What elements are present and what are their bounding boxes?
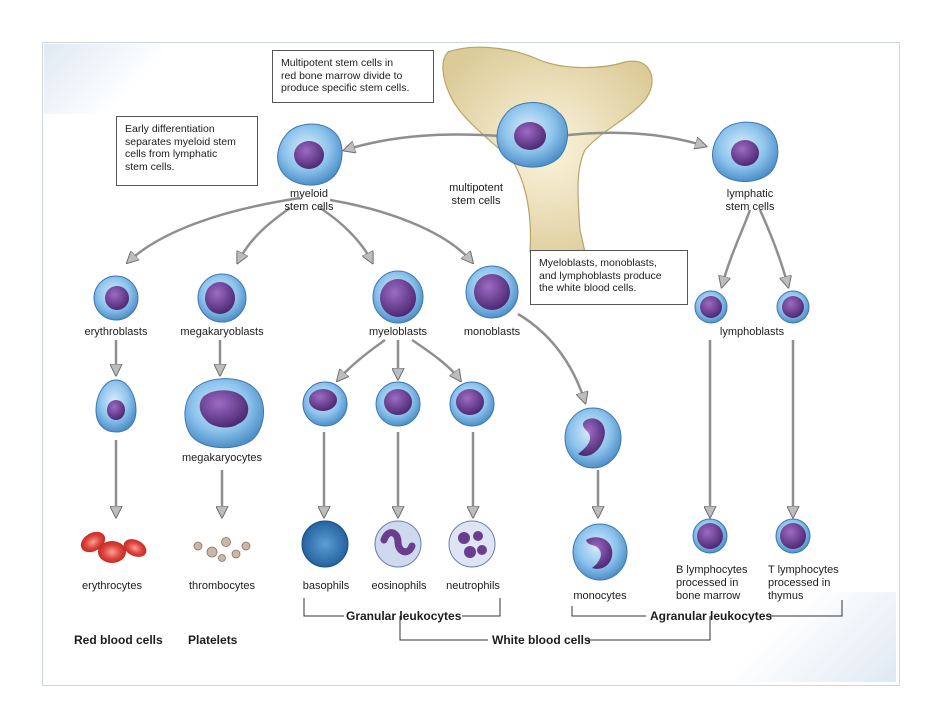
basophil-cell (301, 520, 349, 568)
arrow (517, 312, 585, 402)
blasts-note: Myeloblasts, monoblasts, and lymphoblast… (530, 250, 688, 305)
erythroblast-cell (93, 275, 139, 321)
arrow (329, 198, 472, 262)
basophils-label: basophils (302, 580, 350, 592)
thrombocytes-label: thrombocytes (188, 580, 256, 592)
note-line: Multipotent stem cells in (281, 57, 394, 69)
note-line: red bone marrow divide to (281, 69, 403, 82)
arrow (722, 209, 752, 286)
arrow (338, 338, 386, 380)
arrow (319, 206, 372, 262)
lymphoblasts-label: lymphoblasts (719, 326, 785, 338)
monoblasts-label: monoblasts (463, 326, 521, 338)
monocytes-label: monocytes (573, 590, 627, 602)
b-lymphocyte-cell (692, 518, 728, 554)
megakaryoblasts-label: megakaryoblasts (180, 326, 264, 338)
t-lymphocytes-label: T lymphocytes processed in thymus (768, 564, 839, 603)
lymphatic-stem-cells-label: lymphatic stem cells (726, 188, 775, 214)
arrow (238, 206, 291, 262)
note-line: separates myeloid stem (125, 135, 236, 148)
label-line: bone marrow (676, 590, 741, 602)
agranular-bracket (571, 600, 843, 617)
frame-decoration (736, 592, 896, 682)
lymphoblast-cell (694, 290, 728, 324)
label-line: B lymphocytes (676, 564, 748, 576)
t-lymphocyte-cell (775, 518, 811, 554)
thrombocyte-cells (193, 537, 251, 562)
multipotent-stem-cells-label: multipotent stem cells (449, 182, 503, 208)
note-line: Early differentiation (125, 123, 215, 135)
differentiation-arrows (116, 131, 793, 516)
arrow (559, 131, 705, 146)
monocyte-precursor-cell (564, 407, 622, 469)
label-line: stem cells (451, 195, 501, 207)
b-lymphocytes-label: B lymphocytes processed in bone marrow (676, 564, 748, 603)
red-blood-cells-label: Red blood cells (74, 633, 163, 647)
monoblast-cell (465, 265, 519, 319)
label-line: thymus (768, 590, 804, 602)
arrow (345, 133, 501, 150)
note-line: produce specific stem cells. (281, 82, 410, 94)
lymphoblast-cell (776, 290, 810, 324)
multipotent-note: Multipotent stem cells in red bone marro… (272, 50, 434, 103)
label-line: stem cells (284, 201, 334, 213)
label-line: multipotent (449, 182, 503, 194)
erythrocytes-label: erythrocytes (82, 580, 142, 592)
erythroblast-intermediate-cell (95, 379, 137, 433)
note-line: and lymphoblasts produce (539, 269, 662, 282)
note-line: cells from lymphatic (125, 148, 218, 160)
platelets-label: Platelets (188, 633, 238, 647)
erythroblasts-label: erythroblasts (84, 326, 148, 338)
lymphatic-stem-cell (712, 121, 779, 183)
label-line: processed in (676, 577, 739, 589)
arrow (758, 209, 788, 286)
megakaryocyte-cell (184, 378, 265, 449)
myeloid-stem-cell (277, 123, 343, 186)
arrow (128, 196, 301, 262)
megakaryoblast-cell (197, 273, 247, 323)
neutrophils-label: neutrophils (446, 580, 500, 592)
note-line: the white blood cells. (539, 282, 637, 294)
label-line: processed in (768, 577, 831, 589)
neutrophil-precursor-cell (449, 381, 495, 427)
group-brackets (303, 598, 843, 641)
label-line: myeloid (290, 188, 328, 200)
eosinophils-label: eosinophils (371, 580, 427, 592)
myeloblasts-label: myeloblasts (368, 326, 428, 338)
note-line: Myeloblasts, monoblasts, (539, 257, 657, 269)
megakaryocytes-label: megakaryocytes (181, 452, 263, 464)
basophil-precursor-cell (302, 381, 348, 427)
granular-bracket (303, 598, 501, 617)
eosinophil-precursor-cell (375, 381, 421, 427)
arrow (411, 338, 460, 380)
myeloid-stem-cells-label: myeloid stem cells (285, 188, 334, 214)
neutrophil-cell (448, 520, 496, 568)
erythrocyte-cells (80, 531, 147, 563)
granular-leukocytes-label: Granular leukocytes (346, 609, 462, 623)
agranular-leukocytes-label: Agranular leukocytes (650, 609, 773, 623)
white-blood-cells-label: White blood cells (492, 633, 591, 647)
white-blood-cells-bracket (399, 616, 711, 641)
frame-decoration (44, 44, 164, 114)
myeloblast-cell (372, 270, 424, 324)
eosinophil-cell (374, 520, 422, 568)
label-line: stem cells (725, 201, 775, 213)
label-line: T lymphocytes (768, 564, 839, 576)
early-differentiation-note: Early differentiation separates myeloid … (116, 116, 258, 186)
label-line: lymphatic (726, 188, 774, 200)
note-line: stem cells. (125, 160, 175, 173)
multipotent-stem-cell (496, 102, 568, 168)
monocyte-cell (572, 523, 628, 581)
